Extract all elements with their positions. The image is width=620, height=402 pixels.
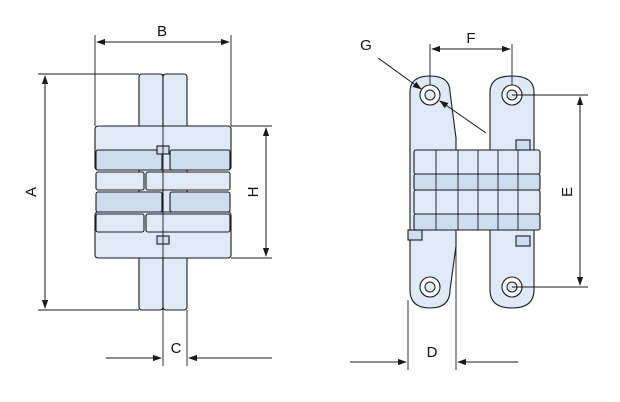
link-bar-4 bbox=[145, 171, 231, 191]
link-bar-6 bbox=[169, 191, 231, 213]
link-bar-3 bbox=[95, 171, 145, 191]
label-e: E bbox=[559, 187, 576, 197]
tab-left bbox=[407, 229, 423, 241]
hinge-side-view bbox=[94, 73, 232, 311]
knuckle-4 bbox=[413, 213, 541, 231]
label-b: B bbox=[157, 23, 167, 40]
dimension-a: A bbox=[23, 73, 139, 311]
link-bar-1 bbox=[95, 149, 163, 171]
tab-right-top bbox=[515, 139, 531, 151]
dimension-e: E bbox=[512, 94, 588, 288]
tab-right-bottom bbox=[515, 235, 531, 247]
knuckle-3 bbox=[413, 189, 541, 215]
link-bar-8 bbox=[145, 213, 231, 233]
link-bar-7 bbox=[95, 213, 145, 233]
dimension-g: G bbox=[360, 37, 487, 134]
label-f: F bbox=[466, 30, 475, 47]
label-c: C bbox=[171, 340, 182, 357]
link-bar-5 bbox=[95, 191, 163, 213]
label-h: H bbox=[245, 187, 262, 198]
link-bar-2 bbox=[169, 149, 231, 171]
label-g: G bbox=[360, 37, 372, 54]
dimension-b: B bbox=[94, 23, 232, 126]
dimension-f: F bbox=[429, 30, 513, 85]
label-d: D bbox=[427, 344, 438, 361]
dimension-d: D bbox=[350, 246, 518, 370]
hinge-front-view bbox=[407, 75, 541, 309]
knuckle-2 bbox=[413, 173, 541, 191]
dimension-h: H bbox=[231, 125, 272, 259]
label-a: A bbox=[23, 187, 40, 197]
knuckle-1 bbox=[413, 149, 541, 175]
dimension-c: C bbox=[106, 310, 272, 366]
